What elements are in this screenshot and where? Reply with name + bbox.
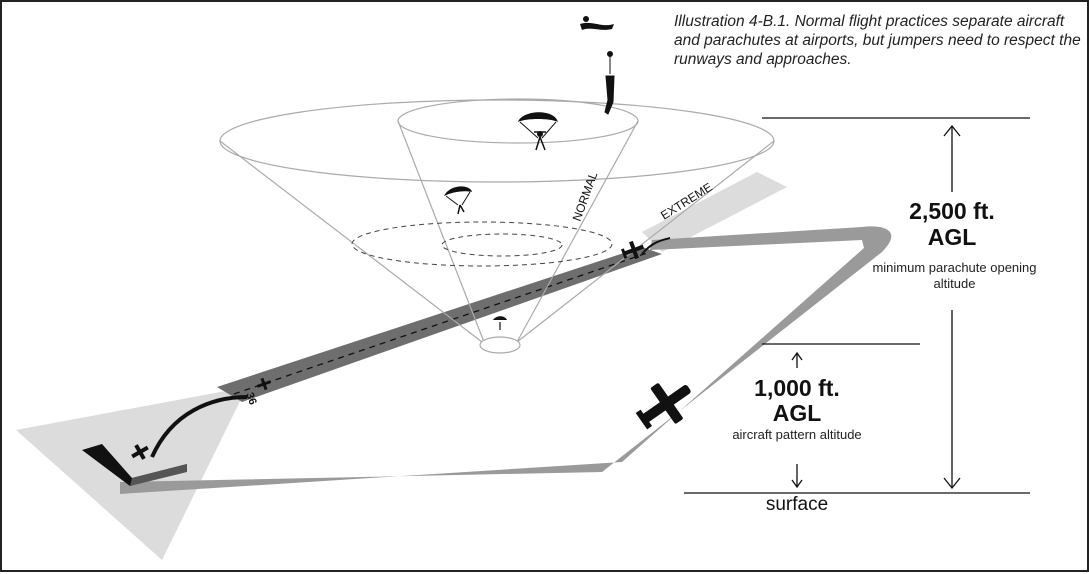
arrowhead-2500-down	[943, 477, 961, 490]
landing-ramp-shadow	[130, 464, 187, 486]
cone-base	[479, 336, 521, 354]
outer-cone-top	[219, 99, 775, 183]
canopy-small-icon	[493, 316, 507, 330]
inner-cone-left-edge	[397, 120, 485, 343]
plane-departing-icon	[621, 240, 645, 260]
altitude-1000-unit: AGL	[772, 400, 822, 426]
inner-cone-right-edge	[516, 120, 639, 343]
arrowhead-1000-up	[791, 351, 803, 361]
altitude-1000-description: aircraft pattern altitude	[732, 427, 862, 442]
runway-strip	[217, 247, 662, 402]
landing-arc	[150, 395, 248, 458]
canopy-medium-icon	[444, 186, 472, 215]
altitude-2500-description: minimum parachute opening altitude	[872, 260, 1037, 291]
canopy-large-icon	[518, 112, 558, 151]
runway-threshold-plane-icon	[256, 377, 272, 391]
inner-cone-top	[397, 98, 639, 144]
runway-centerline	[233, 251, 651, 395]
dashed-ring-inner	[441, 233, 563, 257]
dashed-ring-outer	[351, 221, 613, 267]
altitude-1000-value: 1,000 ft.	[754, 375, 840, 401]
traffic-pattern-ribbon	[120, 226, 892, 495]
altitude-2500-value: 2,500 ft.	[909, 198, 995, 224]
surface-label: surface	[765, 494, 829, 515]
arrowhead-1000-down	[791, 479, 803, 489]
approach-shadow-area	[16, 387, 247, 560]
extreme-zone-band	[642, 172, 787, 252]
deploying-skydiver-icon	[604, 51, 615, 115]
freefall-skydiver-icon	[580, 16, 614, 30]
outer-cone-left-edge	[219, 140, 483, 343]
outer-cone-right-edge	[516, 140, 775, 343]
runway-number: 36	[243, 391, 258, 407]
illustration-caption: Illustration 4-B.1. Normal flight practi…	[674, 13, 1081, 68]
arrowhead-2500-up	[943, 124, 961, 137]
climbout-path	[641, 237, 671, 255]
altitude-2500-unit: AGL	[927, 224, 977, 250]
normal-label: NORMAL	[570, 170, 601, 223]
pattern-plane-icon	[635, 383, 691, 430]
landing-plane-icon	[131, 444, 149, 460]
